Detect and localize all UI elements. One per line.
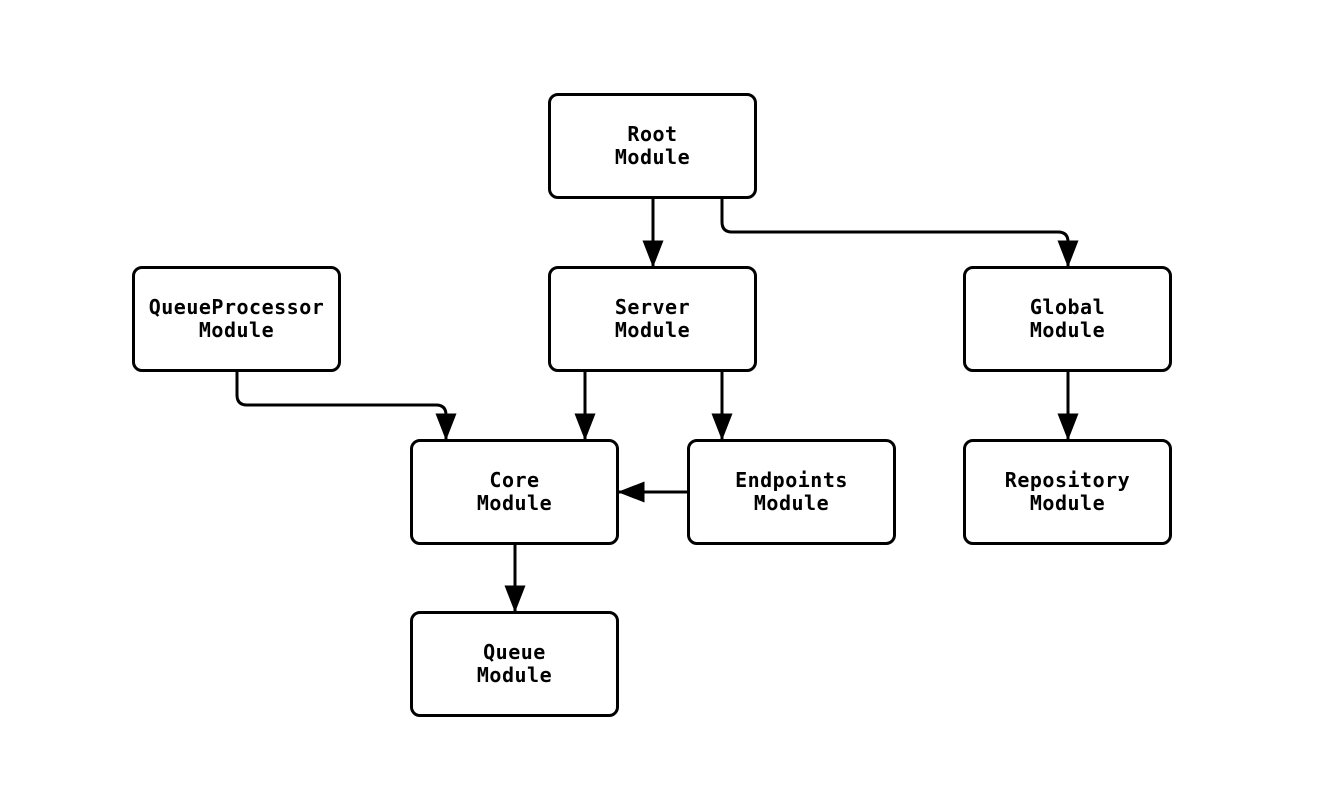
node-label: Global Module [1029, 295, 1106, 342]
node-core-module: Core Module [410, 439, 619, 545]
node-repository-module: Repository Module [963, 439, 1172, 545]
node-queueprocessor-module: QueueProcessor Module [132, 266, 341, 372]
node-label: Server Module [614, 295, 691, 342]
node-label: Repository Module [1004, 468, 1131, 515]
node-queue-module: Queue Module [410, 611, 619, 717]
node-server-module: Server Module [548, 266, 757, 372]
node-label: Core Module [476, 468, 553, 515]
node-root-module: Root Module [548, 93, 757, 199]
node-global-module: Global Module [963, 266, 1172, 372]
node-label: QueueProcessor Module [148, 295, 325, 342]
node-endpoints-module: Endpoints Module [687, 439, 896, 545]
diagram-edges [235, 199, 1079, 613]
edge-queueprocessor-to-core [235, 372, 457, 441]
node-label: Queue Module [476, 640, 553, 687]
node-label: Endpoints Module [735, 468, 848, 515]
edge-root-to-global [720, 199, 1079, 268]
node-label: Root Module [614, 122, 691, 169]
